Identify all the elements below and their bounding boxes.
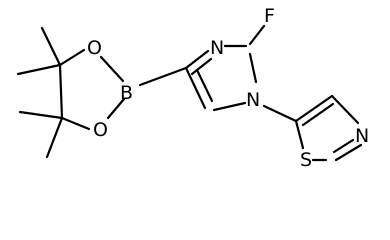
bond-tz-c5-c4-inner xyxy=(301,102,335,127)
atom-label-n-imidazole-top: N xyxy=(210,37,224,59)
bond-c-c xyxy=(58,63,64,120)
structure-canvas: F N N B O O N S xyxy=(16,5,369,171)
bond-n1-c5 xyxy=(212,101,247,112)
atom-label-o-top: O xyxy=(87,37,102,59)
bond-c4-n3-inner xyxy=(190,57,213,76)
bond-methyl-2 xyxy=(16,63,62,76)
bond-methyl-4 xyxy=(45,116,64,159)
atom-label-f: F xyxy=(264,5,275,27)
bond-c2-n1 xyxy=(248,52,258,84)
bond-tz-c4-n3 xyxy=(330,94,360,125)
molecule-diagram: F N N B O O N S xyxy=(16,5,369,171)
bonds xyxy=(16,24,363,162)
bond-n1-thiazole xyxy=(262,104,298,123)
bond-c5-c4-inner xyxy=(195,68,214,103)
bond-methyl-3 xyxy=(18,110,64,120)
bond-c5-c4 xyxy=(184,66,207,110)
atom-label-o-bottom: O xyxy=(93,119,108,141)
bond-c4-n3 xyxy=(184,49,210,70)
bond-methyl-1 xyxy=(40,26,62,67)
bond-c2-f xyxy=(248,24,266,46)
bond-tz-n3-c2 xyxy=(334,143,363,162)
bond-o-bottom-b xyxy=(106,97,126,120)
bond-tz-n3-c2-inner xyxy=(332,138,355,154)
atom-label-s: S xyxy=(300,149,312,171)
bond-o-top-c xyxy=(58,48,86,67)
atom-label-n-imidazole-bottom: N xyxy=(246,89,260,111)
bond-c-o-bottom xyxy=(60,116,91,131)
bond-tz-c5-c4 xyxy=(294,94,334,123)
atom-label-n-thiazole: N xyxy=(355,125,369,147)
atom-label-b: B xyxy=(120,82,133,104)
atom-labels: F N N B O O N S xyxy=(87,5,369,171)
bond-b-o-top xyxy=(99,55,125,83)
bond-c4-b xyxy=(138,66,188,87)
bond-tz-s-c5 xyxy=(294,119,305,150)
